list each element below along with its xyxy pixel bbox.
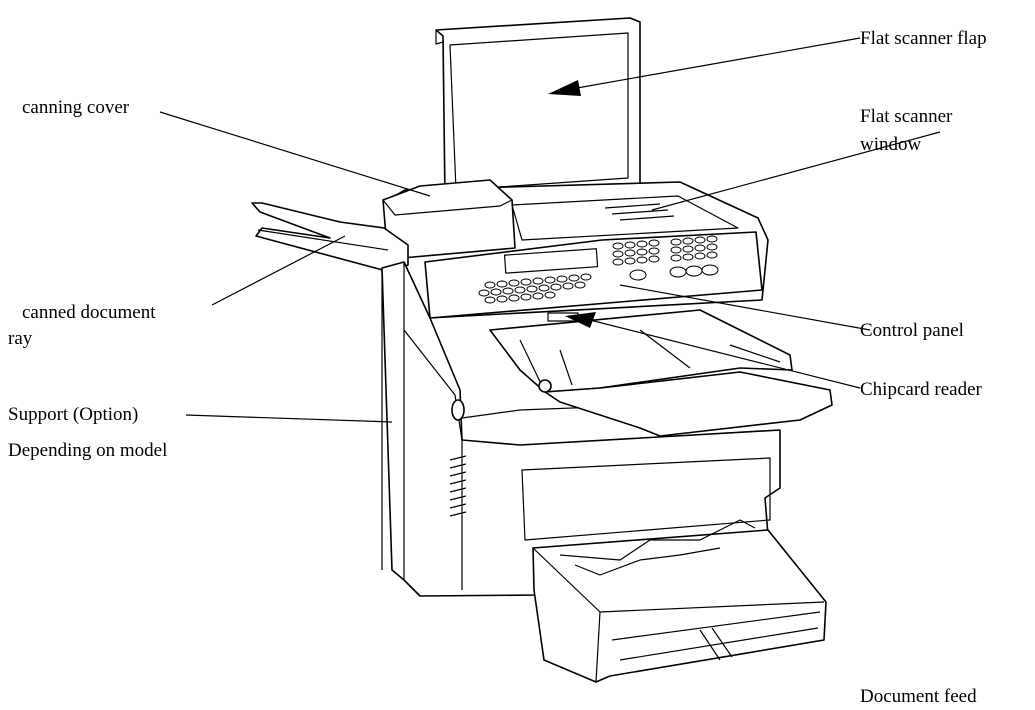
- control-panel: [424, 231, 763, 322]
- label-flat-scanner-flap: Flat scanner flap: [860, 28, 987, 49]
- label-scanned-document-tray-line1: canned document: [22, 302, 156, 323]
- arrowhead-flap: [548, 80, 581, 96]
- label-scanned-document-tray-line2: ray: [8, 328, 33, 349]
- document-feeder-tray: [532, 519, 827, 683]
- label-control-panel: Control panel: [860, 320, 964, 341]
- label-flat-scanner-window-line2: window: [860, 134, 922, 155]
- keypad-left: [478, 273, 592, 304]
- keypad-right: [612, 235, 719, 281]
- label-document-feeder: Document feed: [860, 686, 977, 707]
- label-chipcard-reader: Chipcard reader: [860, 379, 982, 400]
- leader-lines: [159, 37, 941, 423]
- arrowhead-chipcard: [565, 312, 596, 328]
- label-flat-scanner-window-line1: Flat scanner: [860, 106, 953, 127]
- scanner-flap: [435, 17, 641, 201]
- output-tray: [489, 309, 833, 437]
- label-depending-on-model: Depending on model: [8, 440, 168, 461]
- label-support-option: Support (Option): [8, 404, 139, 425]
- label-scanning-cover: canning cover: [22, 97, 130, 118]
